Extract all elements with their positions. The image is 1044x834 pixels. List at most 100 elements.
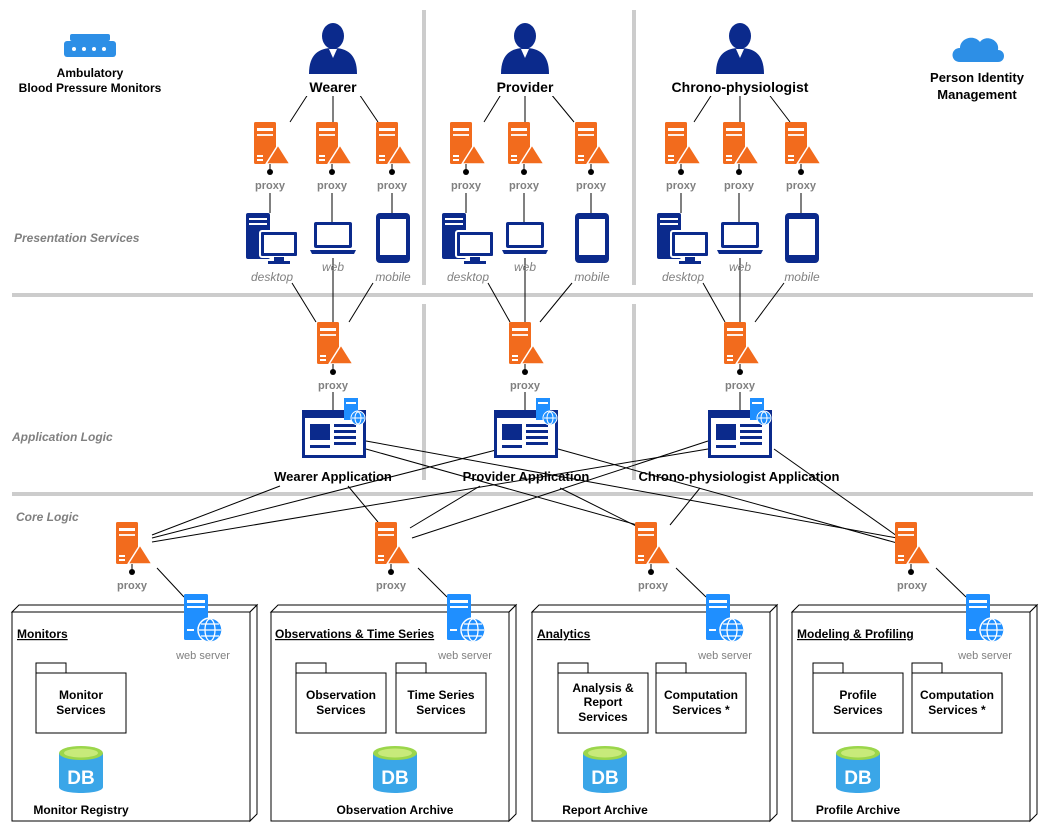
layer-label-application: Application Logic	[11, 430, 113, 444]
proxy-server-icon	[723, 321, 761, 376]
proxy-label: proxy	[255, 180, 286, 192]
proxy-label: proxy	[576, 180, 607, 192]
package-box	[812, 662, 904, 734]
node-title-modeling: Modeling & Profiling	[797, 627, 914, 641]
package-label-monitor-services: Services	[56, 703, 106, 717]
monitor-device-icon	[64, 34, 116, 57]
proxy-label: proxy	[376, 580, 407, 592]
device-label-mobile: mobile	[574, 270, 610, 284]
monitors-title-line1: Ambulatory	[57, 66, 124, 80]
proxy-server-icon	[449, 121, 487, 176]
node-title-analytics: Analytics	[537, 627, 591, 641]
store-label-monitor-registry: Monitor Registry	[33, 803, 129, 817]
laptop-icon	[310, 222, 356, 254]
db-label: DB	[844, 768, 871, 789]
identity-title-line1: Person Identity	[930, 70, 1025, 85]
layer-dividers	[12, 10, 1033, 496]
store-label-profile-archive: Profile Archive	[816, 803, 901, 817]
package-label-observation-services: Observation	[306, 688, 376, 702]
device-label-mobile: mobile	[375, 270, 411, 284]
actor-wearer: Wearer	[309, 79, 357, 95]
package-label-analysis-services: Services	[578, 710, 628, 724]
package-label-analysis-services: Report	[584, 695, 623, 709]
desktop-icon	[441, 212, 495, 265]
app-label-chrono-physiologist: Chrono-physiologist Application	[638, 469, 839, 484]
device-label-desktop: desktop	[662, 270, 704, 284]
proxy-label: proxy	[510, 380, 541, 392]
package-label-computation-services: Services *	[672, 703, 730, 717]
identity-title-line2: Management	[937, 87, 1017, 102]
proxy-label: proxy	[377, 180, 408, 192]
package-box	[911, 662, 1003, 734]
web-server-label: web server	[437, 650, 492, 662]
proxy-server-icon	[507, 121, 545, 176]
node-title-observations: Observations & Time Series	[275, 627, 435, 641]
proxy-label: proxy	[638, 580, 669, 592]
actor-provider: Provider	[497, 79, 554, 95]
proxy-label: proxy	[786, 180, 817, 192]
proxy-label: proxy	[725, 380, 756, 392]
proxy-server-icon	[508, 321, 546, 376]
device-label-web: web	[729, 260, 751, 274]
proxy-server-icon	[784, 121, 822, 176]
db-label: DB	[381, 768, 408, 789]
layer-label-core: Core Logic	[16, 510, 79, 524]
package-label-monitor-services: Monitor	[59, 688, 103, 702]
package-label-profile-services: Services	[833, 703, 883, 717]
proxy-label: proxy	[897, 580, 928, 592]
proxy-label: proxy	[451, 180, 482, 192]
package-label-computation-services: Computation	[664, 688, 738, 702]
proxy-label: proxy	[117, 580, 148, 592]
proxy-server-icon	[722, 121, 760, 176]
web-server-label: web server	[175, 650, 230, 662]
mobile-icon	[575, 213, 609, 263]
web-server-label: web server	[697, 650, 752, 662]
user-icon	[716, 23, 764, 74]
user-icon	[309, 23, 357, 74]
package-label-analysis-services: Analysis &	[572, 681, 634, 695]
package-label-computation-services: Services *	[928, 703, 986, 717]
layer-label-presentation: Presentation Services	[14, 231, 140, 245]
package-box	[295, 662, 387, 734]
proxy-server-icon	[634, 521, 672, 576]
package-box	[395, 662, 487, 734]
proxy-server-icon	[574, 121, 612, 176]
package-label-time-series-services: Services	[416, 703, 466, 717]
desktop-icon	[656, 212, 710, 265]
proxy-server-icon	[115, 521, 153, 576]
proxy-label: proxy	[509, 180, 540, 192]
package-box	[35, 662, 127, 734]
user-icon	[501, 23, 549, 74]
proxy-server-icon	[374, 521, 412, 576]
device-label-desktop: desktop	[447, 270, 489, 284]
package-label-time-series-services: Time Series	[407, 688, 474, 702]
mobile-icon	[785, 213, 819, 263]
device-label-desktop: desktop	[251, 270, 293, 284]
app-label-wearer: Wearer Application	[274, 469, 392, 484]
store-label-observation-archive: Observation Archive	[337, 803, 454, 817]
laptop-icon	[502, 222, 548, 254]
proxy-server-icon	[316, 321, 354, 376]
web-server-label: web server	[957, 650, 1012, 662]
app-label-provider: Provider Application	[463, 469, 590, 484]
package-label-observation-services: Services	[316, 703, 366, 717]
proxy-server-icon	[894, 521, 932, 576]
laptop-icon	[717, 222, 763, 254]
actor-chrono-physiologist: Chrono-physiologist	[672, 79, 809, 95]
package-label-profile-services: Profile	[839, 688, 877, 702]
proxy-label: proxy	[666, 180, 697, 192]
device-label-web: web	[322, 260, 344, 274]
monitors-title-line2: Blood Pressure Monitors	[19, 81, 162, 95]
package-box	[557, 662, 649, 734]
db-label: DB	[67, 768, 94, 789]
package-label-computation-services: Computation	[920, 688, 994, 702]
proxy-server-icon	[315, 121, 353, 176]
proxy-label: proxy	[724, 180, 755, 192]
proxy-label: proxy	[317, 180, 348, 192]
node-title-monitors: Monitors	[17, 627, 68, 641]
mobile-icon	[376, 213, 410, 263]
proxy-label: proxy	[318, 380, 349, 392]
db-label: DB	[591, 768, 618, 789]
store-label-report-archive: Report Archive	[562, 803, 648, 817]
